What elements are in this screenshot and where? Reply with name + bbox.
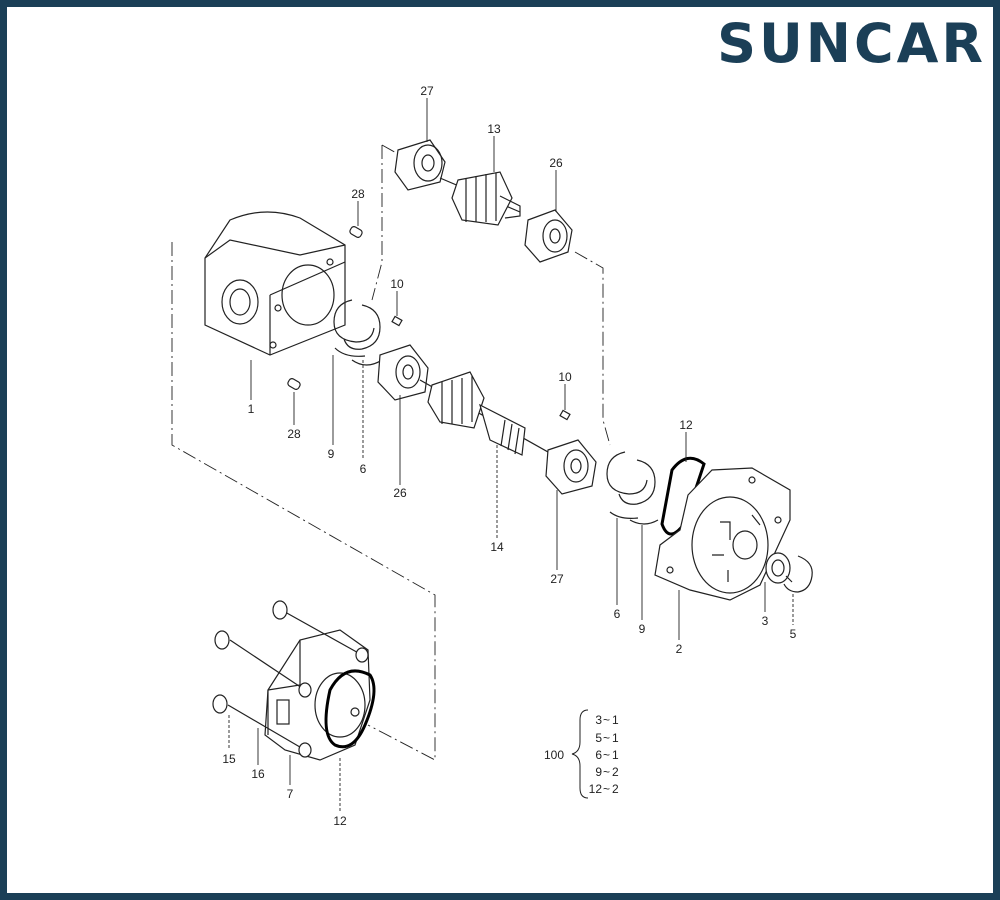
front-cover [654, 467, 791, 601]
dowel-pin-upper [349, 226, 363, 238]
kit-bracket [571, 709, 589, 799]
part-label: 6 [614, 607, 621, 621]
kit-item-part: 5 [595, 731, 602, 745]
part-label: 5 [790, 627, 797, 641]
pump-housing [204, 211, 346, 356]
svg-text:~: ~ [603, 748, 610, 762]
kit-item: 3 ~ 1 [595, 713, 619, 727]
bushing-lower-left [377, 344, 429, 401]
bushing-upper-right [524, 209, 573, 263]
part-label: 6 [360, 462, 367, 476]
part-label: 28 [287, 427, 301, 441]
part-label: 9 [328, 447, 335, 461]
kit-item-qty: 2 [612, 782, 619, 796]
bushing-lower-right [545, 439, 597, 495]
part-label: 16 [251, 767, 265, 781]
part-label: 10 [390, 277, 404, 291]
part-labels: 27 13 26 28 10 10 1 28 9 6 26 14 27 12 6… [222, 84, 796, 828]
part-label: 12 [679, 418, 693, 432]
part-label: 27 [420, 84, 434, 98]
kit-item: 5 ~ 1 [595, 731, 619, 745]
kit-item-qty: 1 [612, 731, 619, 745]
kit-item-qty: 2 [612, 765, 619, 779]
assembly-guide-lines [171, 144, 611, 761]
brand-logo-text: SUNCAR [717, 12, 986, 75]
kit-item-part: 9 [595, 765, 602, 779]
part-label: 1 [248, 402, 255, 416]
part-label: 3 [762, 614, 769, 628]
part-label: 10 [558, 370, 572, 384]
drive-shaft [419, 371, 581, 471]
bolts [212, 600, 369, 758]
part-label: 28 [351, 187, 365, 201]
part-label: 14 [490, 540, 504, 554]
seal-kit-legend: 100 3 ~ 1 5 ~ 1 6 ~ 1 9 ~ 2 12 ~ 2 [544, 713, 619, 796]
part-label: 9 [639, 622, 646, 636]
kit-number: 100 [544, 748, 564, 762]
seal-rings-left [333, 299, 383, 366]
kit-item-part: 6 [595, 748, 602, 762]
svg-text:~: ~ [603, 782, 610, 796]
key-right [559, 409, 571, 421]
svg-text:~: ~ [603, 731, 610, 745]
svg-text:~: ~ [603, 765, 610, 779]
gear-upper [439, 171, 521, 226]
brand-logo: SUNCAR [717, 14, 986, 74]
kit-item: 9 ~ 2 [595, 765, 619, 779]
oil-seal [765, 552, 791, 584]
bushing-upper-left [394, 139, 446, 191]
part-label: 26 [393, 486, 407, 500]
part-label: 27 [550, 572, 564, 586]
kit-item: 6 ~ 1 [595, 748, 619, 762]
part-label: 13 [487, 122, 501, 136]
part-label: 12 [333, 814, 347, 828]
part-label: 2 [676, 642, 683, 656]
part-label: 26 [549, 156, 563, 170]
seal-rings-right [606, 451, 659, 525]
kit-item-part: 12 [589, 782, 603, 796]
rear-cover [264, 629, 371, 761]
kit-item-qty: 1 [612, 713, 619, 727]
dowel-pin-lower [287, 378, 301, 390]
key-left [391, 315, 403, 327]
leader-lines [228, 98, 794, 812]
snap-ring [783, 555, 813, 593]
kit-item-qty: 1 [612, 748, 619, 762]
kit-item: 12 ~ 2 [589, 782, 619, 796]
svg-text:~: ~ [603, 713, 610, 727]
part-label: 7 [287, 787, 294, 801]
kit-item-part: 3 [595, 713, 602, 727]
part-label: 15 [222, 752, 236, 766]
o-ring-rear [324, 669, 376, 749]
